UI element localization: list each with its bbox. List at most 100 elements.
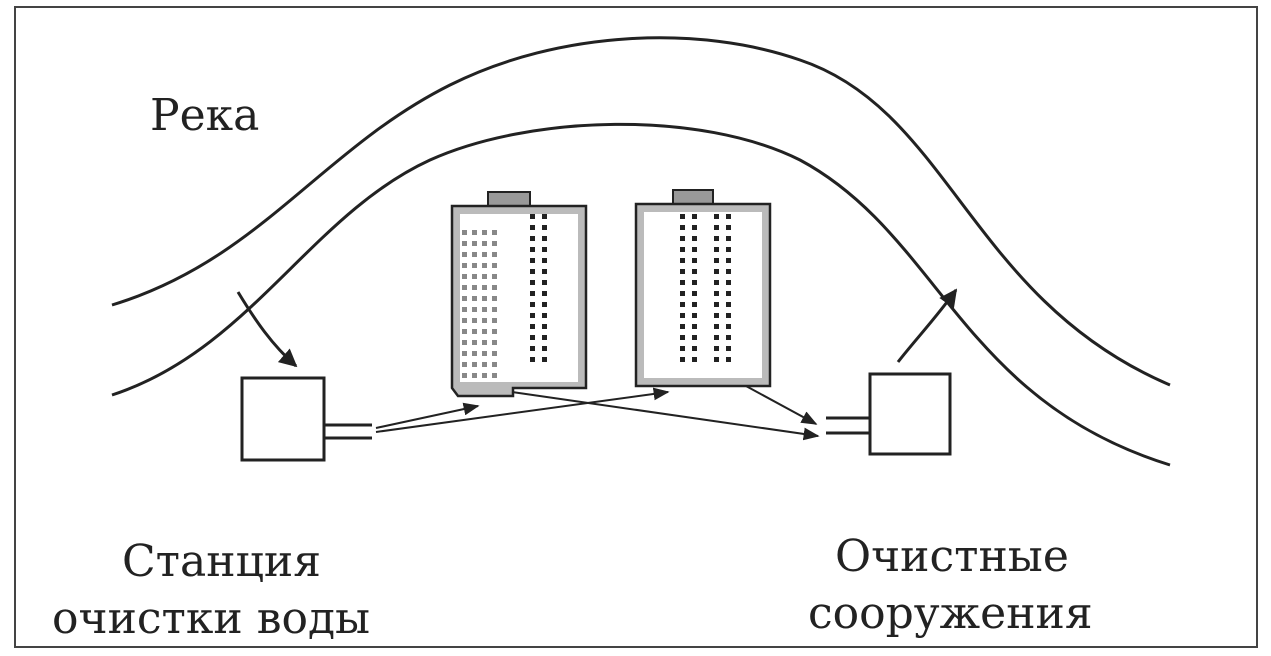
water-treatment-station-label-line1: Станция <box>122 536 321 587</box>
window <box>714 346 719 351</box>
window <box>692 225 697 230</box>
window <box>482 307 487 312</box>
window <box>472 351 477 356</box>
window <box>492 230 497 235</box>
supply-pipe-to-building-1 <box>375 402 480 429</box>
window <box>692 324 697 329</box>
water-intake-arrow <box>236 291 298 368</box>
window <box>692 214 697 219</box>
window <box>530 269 535 274</box>
window <box>680 214 685 219</box>
window <box>542 269 547 274</box>
window <box>462 373 467 378</box>
window <box>692 269 697 274</box>
water-discharge-arrow <box>896 288 958 363</box>
window <box>714 236 719 241</box>
window <box>492 252 497 257</box>
waste-pipe-from-building-2 <box>745 385 818 425</box>
window <box>492 351 497 356</box>
window <box>542 247 547 252</box>
window <box>530 280 535 285</box>
apartment-building-2 <box>634 189 772 388</box>
window <box>714 247 719 252</box>
window <box>472 362 477 367</box>
window <box>492 318 497 323</box>
window <box>692 236 697 241</box>
window <box>482 362 487 367</box>
window <box>530 214 535 219</box>
window <box>714 335 719 340</box>
treatment-facilities-label-line1: Очистные <box>835 531 1069 582</box>
window <box>492 340 497 345</box>
window <box>680 225 685 230</box>
window <box>680 346 685 351</box>
window <box>530 258 535 263</box>
window <box>462 307 467 312</box>
window <box>462 318 467 323</box>
window <box>472 318 477 323</box>
window <box>482 274 487 279</box>
window <box>492 362 497 367</box>
window <box>482 230 487 235</box>
window <box>482 373 487 378</box>
window <box>542 214 547 219</box>
window <box>462 285 467 290</box>
window <box>492 373 497 378</box>
window <box>680 247 685 252</box>
window <box>692 357 697 362</box>
window <box>482 318 487 323</box>
window <box>692 280 697 285</box>
window <box>472 274 477 279</box>
river-bank-outer <box>111 36 1171 387</box>
window <box>680 291 685 296</box>
window <box>530 335 535 340</box>
window <box>530 291 535 296</box>
supply-pipe-to-building-2 <box>375 387 670 433</box>
window <box>462 263 467 268</box>
treatment-facilities-box <box>868 372 952 456</box>
window <box>462 340 467 345</box>
window <box>542 291 547 296</box>
window <box>726 258 731 263</box>
window <box>482 285 487 290</box>
window <box>530 302 535 307</box>
window <box>726 291 731 296</box>
window <box>692 258 697 263</box>
window <box>714 324 719 329</box>
window <box>542 225 547 230</box>
window <box>726 236 731 241</box>
apartment-building-1 <box>450 191 588 398</box>
window <box>492 285 497 290</box>
window <box>726 269 731 274</box>
window <box>492 296 497 301</box>
window <box>482 241 487 246</box>
window <box>492 329 497 334</box>
window <box>692 302 697 307</box>
window <box>692 291 697 296</box>
window <box>530 346 535 351</box>
window <box>680 236 685 241</box>
window <box>726 346 731 351</box>
window <box>542 357 547 362</box>
window <box>714 291 719 296</box>
window <box>714 302 719 307</box>
window <box>726 357 731 362</box>
river-label: Река <box>150 90 260 141</box>
water-treatment-station-label-line2: очистки воды <box>52 593 371 644</box>
window <box>726 313 731 318</box>
window <box>482 296 487 301</box>
treatment-facilities-label-line2: сооружения <box>808 588 1093 639</box>
window <box>726 302 731 307</box>
window <box>680 357 685 362</box>
window <box>482 340 487 345</box>
window <box>472 307 477 312</box>
window <box>472 252 477 257</box>
window <box>462 274 467 279</box>
window <box>462 230 467 235</box>
window <box>530 324 535 329</box>
window <box>462 329 467 334</box>
window <box>482 351 487 356</box>
window <box>530 247 535 252</box>
window <box>726 324 731 329</box>
